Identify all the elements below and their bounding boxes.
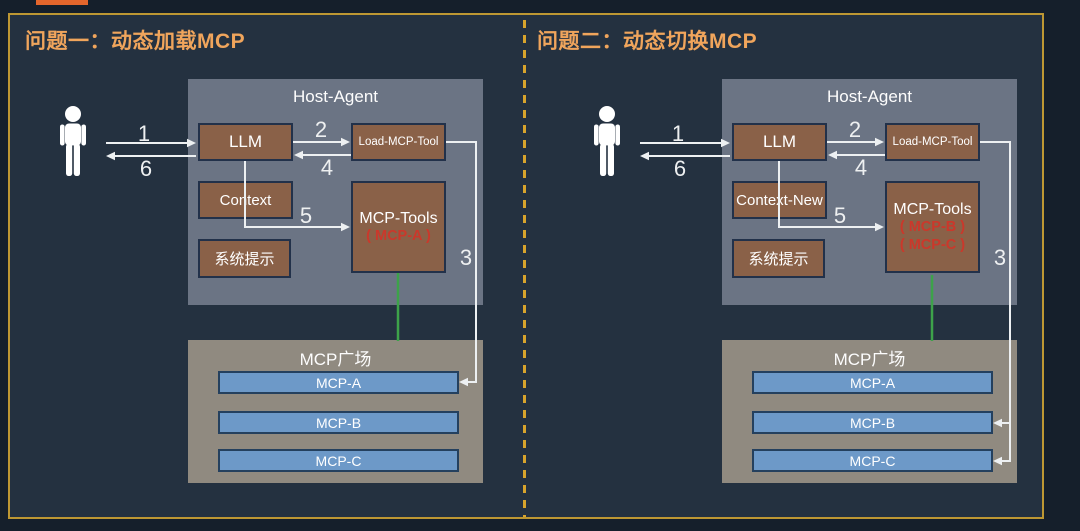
step-label-2: 2 — [848, 117, 862, 142]
arrow-1-user-to-llm — [106, 138, 196, 148]
load-mcp-tool-box: Load-MCP-Tool — [885, 123, 980, 161]
mcp-server-bar: MCP-B — [218, 411, 459, 434]
step-label-5: 5 — [833, 203, 847, 228]
step-label-6: 6 — [673, 156, 687, 181]
mcp-tools-label: MCP-Tools — [893, 201, 972, 219]
arrow-1-user-to-llm — [640, 138, 730, 148]
step-label-2: 2 — [314, 117, 328, 142]
llm-box: LLM — [732, 123, 827, 161]
mcp-plaza-container: MCP广场 MCP-A MCP-B MCP-C — [188, 340, 483, 483]
mcp-plaza-container: MCP广场 MCP-A MCP-B MCP-C — [722, 340, 1017, 483]
mcp-server-bar: MCP-A — [752, 371, 993, 394]
user-person-icon — [60, 106, 86, 176]
step-label-5: 5 — [299, 203, 313, 228]
llm-box: LLM — [198, 123, 293, 161]
host-agent-title: Host-Agent — [292, 87, 379, 106]
mcp-plaza-title: MCP广场 — [833, 350, 906, 369]
loaded-mcp-entry: ( MCP-C ) — [899, 236, 966, 253]
user-person-icon — [594, 106, 620, 176]
panel-divider-dashed-line — [523, 20, 526, 517]
step-label-1: 1 — [137, 121, 151, 146]
step-label-6: 6 — [139, 156, 153, 181]
mcp-server-bar: MCP-C — [218, 449, 459, 472]
panel-problem-2: 问题二：动态切换MCP Host-Agent LLM Load-MCP-Tool… — [534, 0, 1080, 531]
mcp-plaza-title: MCP广场 — [299, 350, 372, 369]
step-label-1: 1 — [671, 121, 685, 146]
mcp-tools-label: MCP-Tools — [359, 209, 438, 227]
step-label-3: 3 — [993, 245, 1007, 270]
host-agent-title: Host-Agent — [826, 87, 913, 106]
load-mcp-tool-box: Load-MCP-Tool — [351, 123, 446, 161]
step-label-3: 3 — [459, 245, 473, 270]
top-orange-tab — [36, 0, 88, 5]
loaded-mcp-entry: ( MCP-B ) — [899, 219, 966, 236]
system-prompt-box: 系统提示 — [732, 239, 825, 278]
step-label-4: 4 — [854, 155, 868, 180]
system-prompt-box: 系统提示 — [198, 239, 291, 278]
mcp-tools-box: MCP-Tools ( MCP-A ) — [351, 181, 446, 273]
context-box: Context — [198, 181, 293, 219]
panel-1-title: 问题一：动态加载MCP — [25, 30, 246, 53]
mcp-server-bar: MCP-A — [218, 371, 459, 394]
step-label-4: 4 — [320, 155, 334, 180]
loaded-mcp-entry: ( MCP-A ) — [366, 227, 431, 244]
panel-2-title: 问题二：动态切换MCP — [537, 30, 758, 53]
panel-problem-1: 问题一：动态加载MCP Host-Agent LLM Load-MCP-Tool… — [25, 30, 483, 483]
mcp-server-bar: MCP-C — [752, 449, 993, 472]
mcp-tools-box: MCP-Tools ( MCP-B ) ( MCP-C ) — [885, 181, 980, 273]
mcp-server-bar: MCP-B — [752, 411, 993, 434]
context-new-box: Context-New — [732, 181, 827, 219]
